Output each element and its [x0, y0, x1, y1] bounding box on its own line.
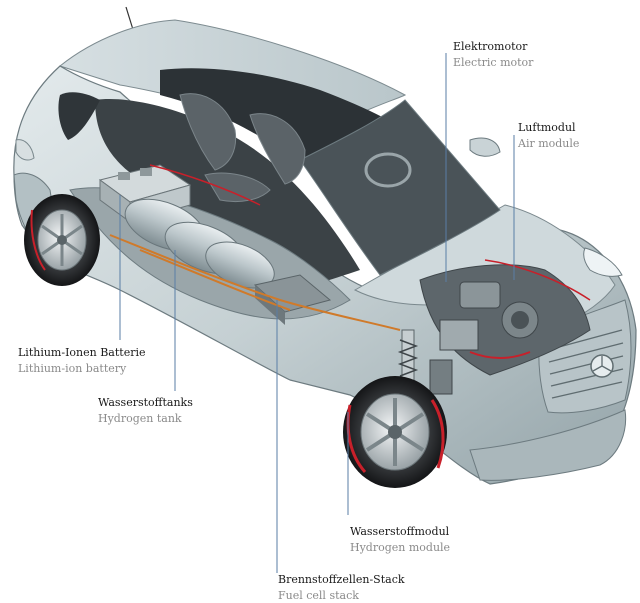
- callout-label-de: Luftmodul: [518, 121, 576, 134]
- cable-runs: [109, 234, 401, 331]
- callout-wasserstoffmodul: Wasserstoffmodul Hydrogen module: [350, 525, 450, 554]
- callout-label-en: Air module: [518, 137, 580, 151]
- front-wheel-icon: [343, 376, 447, 488]
- callout-label-de: Wasserstofftanks: [98, 396, 193, 409]
- leader-lines: [119, 53, 515, 573]
- side-mirror: [469, 137, 501, 157]
- windshield: [299, 99, 501, 276]
- rear-wheel-icon: [24, 194, 100, 286]
- callout-label-en: Hydrogen tank: [98, 412, 182, 426]
- callout-label-en: Fuel cell stack: [278, 589, 359, 603]
- steering-wheel: [364, 152, 412, 188]
- callout-label-de: Wasserstoffmodul: [350, 525, 450, 538]
- floor-cutaway: [69, 164, 401, 331]
- callout-elektromotor: Elektromotor Electric motor: [453, 40, 533, 69]
- callout-luftmodul: Luftmodul Air module: [518, 121, 579, 150]
- hydrogen-tank-icon: [124, 198, 275, 289]
- callout-wasserstofftanks: Wasserstofftanks Hydrogen tank: [98, 396, 193, 425]
- callout-brennstoffzellen-stack: Brennstoffzellen-Stack Fuel cell stack: [278, 573, 405, 602]
- engine-module-icon: [419, 259, 591, 395]
- callout-label-de: Lithium-Ionen Batterie: [18, 346, 146, 359]
- callout-batterie: Lithium-Ionen Batterie Lithium-ion batte…: [18, 346, 146, 375]
- callout-label-en: Hydrogen module: [350, 541, 451, 555]
- callout-label-de: Brennstoffzellen-Stack: [278, 573, 405, 586]
- callout-label-de: Elektromotor: [453, 40, 528, 53]
- seat-icon: [179, 93, 306, 203]
- callout-label-en: Lithium-ion battery: [18, 362, 127, 376]
- callout-label-en: Electric motor: [453, 56, 534, 70]
- cabin-cutaway: [58, 68, 501, 291]
